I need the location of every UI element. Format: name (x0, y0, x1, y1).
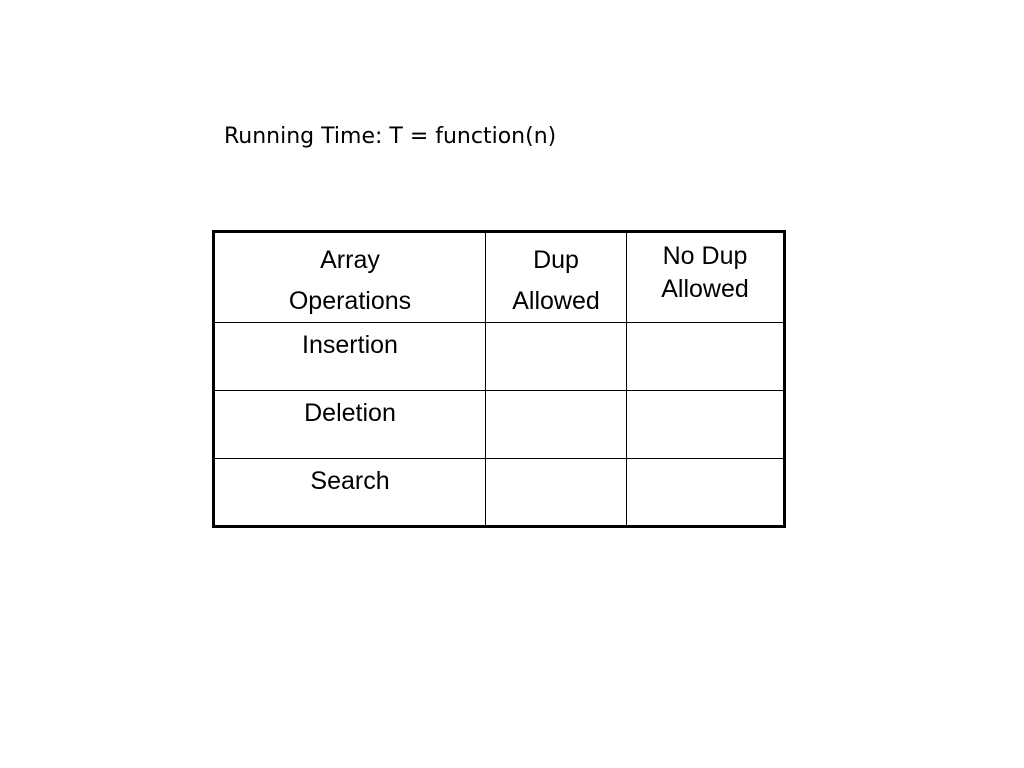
header-dup-allowed-line2: Allowed (512, 287, 600, 315)
table-row: Deletion (213, 390, 785, 459)
header-dup-allowed-line1: Dup (533, 246, 579, 274)
header-array-operations-line2: Operations (288, 287, 412, 315)
table-row: Search (213, 458, 785, 527)
header-no-dup-allowed-line1: No Dup (662, 242, 748, 270)
table-header-row: Array Operations Dup Allowed No Dup Allo… (213, 231, 785, 323)
row-deletion-no-dup-allowed (626, 390, 785, 459)
header-no-dup-allowed: No Dup Allowed (626, 231, 785, 323)
row-deletion-operation: Deletion (213, 390, 486, 459)
row-search-dup-allowed (485, 458, 627, 527)
header-dup-allowed: Dup Allowed (485, 231, 627, 323)
row-insertion-no-dup-allowed (626, 322, 785, 391)
row-deletion-dup-allowed (485, 390, 627, 459)
row-search-operation: Search (213, 458, 486, 527)
row-insertion-dup-allowed (485, 322, 627, 391)
table-row: Insertion (213, 322, 785, 391)
row-search-no-dup-allowed (626, 458, 785, 527)
header-array-operations: Array Operations (213, 231, 486, 323)
array-operations-table: Array Operations Dup Allowed No Dup Allo… (212, 230, 786, 528)
slide-title: Running Time: T = function(n) (224, 124, 557, 149)
header-no-dup-allowed-line2: Allowed (661, 275, 749, 303)
header-array-operations-line1: Array (320, 246, 380, 274)
row-insertion-operation: Insertion (213, 322, 486, 391)
